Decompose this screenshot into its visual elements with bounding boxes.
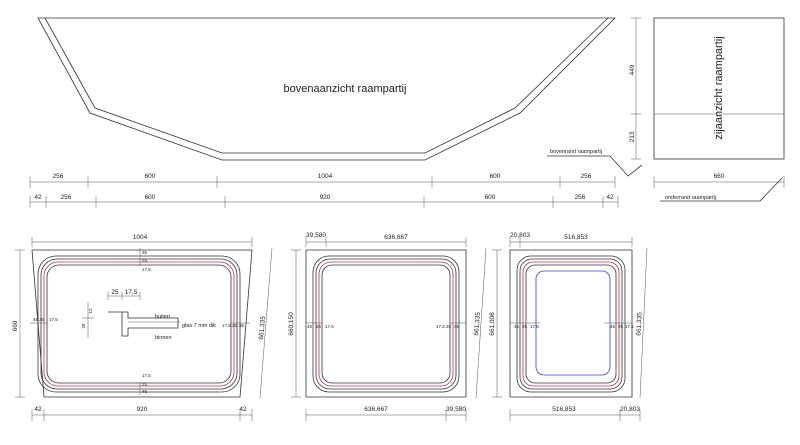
dim-label: 516,853 [564, 234, 588, 241]
dim-label: 660 [12, 320, 19, 331]
panel-mid: 45 25 17,5 17,5 25 45 39,580 636,667 660… [288, 232, 487, 421]
dim-label: 42 [239, 406, 247, 413]
dim-label: 1004 [133, 234, 148, 241]
offset-label: 45 [454, 324, 460, 329]
offset-label: 45 [307, 324, 313, 329]
dim-label: 42 [34, 194, 42, 201]
note-bottom: onderrand raampartij [665, 195, 716, 201]
dimension-row-2: 42 256 600 920 600 256 42 [29, 194, 619, 208]
frame-inner [46, 264, 232, 384]
offset-label: 17,5 [142, 373, 151, 378]
profile-section [108, 311, 179, 337]
frame-blue [535, 270, 611, 376]
top-view-inner-edge [44, 17, 609, 154]
top-view-outline [37, 17, 616, 161]
frame-mid [315, 258, 457, 390]
offset-label: 17,5 [49, 317, 58, 322]
panel-mid-outline [305, 249, 467, 398]
offset-label: 35 [142, 250, 148, 255]
offset-label: 45 [33, 317, 39, 322]
profile-top [547, 155, 643, 177]
dim-label: 20,803 [620, 406, 640, 413]
offset-label: 25 [232, 323, 238, 328]
label-glass: glas 7 mm dik [182, 323, 216, 329]
dim-label: 42 [34, 406, 42, 413]
label-outside: buiten [155, 314, 170, 320]
profile-bottom [660, 177, 783, 202]
offset-label: 17,5 [436, 324, 445, 329]
frame-red [43, 261, 235, 387]
dim-label: 42 [606, 194, 614, 201]
dim-label: 600 [145, 173, 156, 180]
offset-label: 25 [316, 324, 322, 329]
dim-label: 661,335 [473, 311, 482, 335]
side-view-outline [653, 17, 785, 160]
dim-label: 600 [145, 194, 156, 201]
dim-label: 636,667 [384, 234, 408, 241]
frame-outer [516, 255, 626, 393]
dim-label: 449 [629, 64, 636, 75]
dim-label: 20,803 [510, 232, 530, 239]
side-view-label: zijaanzicht raampartij [713, 36, 725, 139]
offset-label: 25 [522, 324, 528, 329]
dim-label: 920 [320, 194, 331, 201]
frame-inner [525, 264, 617, 384]
top-view-label: bovenaanzicht raampartij [284, 83, 407, 95]
offset-label: 17,5 [625, 324, 634, 329]
offset-label: 45 [610, 324, 616, 329]
frame-red [522, 261, 620, 387]
dim-label: 39,580 [446, 406, 466, 413]
dim-label: 256 [575, 194, 586, 201]
dim-label: 600 [490, 173, 501, 180]
offset-label: 25 [446, 324, 452, 329]
dim-label: 256 [581, 173, 592, 180]
offset-label: 17,5 [530, 324, 539, 329]
dim-label: 256 [61, 194, 72, 201]
dim-label: 661,335 [258, 315, 267, 339]
top-view: bovenaanzicht raampartij 256 600 1004 60… [29, 17, 619, 208]
dim-label: 39,580 [306, 232, 326, 239]
dim-label: 256 [53, 173, 64, 180]
dim-label: 600 [485, 194, 496, 201]
panel-left: 35 25 17,5 17,5 25 45 45 25 17,5 17,5 25… [12, 234, 273, 421]
dimension-row-1: 256 600 1004 600 256 [29, 173, 616, 188]
frame-outer [312, 255, 460, 393]
offset-label: 25 [142, 258, 148, 263]
offset-label: 17,5 [325, 324, 334, 329]
dim-label: 920 [137, 406, 148, 413]
frame-outer [37, 255, 241, 393]
panel-right: 45 25 17,5 45 25 17,5 20,803 516,853 661… [489, 232, 648, 421]
frame-red [318, 261, 454, 387]
dim-label: 1004 [318, 173, 333, 180]
dim-label: 636,667 [364, 406, 388, 413]
frame-mid [519, 258, 623, 390]
dim-label: 661,335 [635, 312, 643, 336]
frame-inner [321, 264, 451, 384]
dim-label: 660,150 [288, 312, 295, 336]
offset-label: 35 [239, 323, 245, 328]
offset-label: 17,5 [142, 267, 151, 272]
profile-detail: 25 17,5 12 28 buiten binnen glas 7 mm di… [81, 289, 216, 341]
offset-label: 25 [142, 382, 148, 387]
offset-label: 17,5 [222, 323, 231, 328]
dim-label: 660 [714, 173, 725, 180]
note-top: bovenrand raampartij [550, 149, 602, 155]
frame-mid [40, 258, 238, 390]
label-inside: binnen [155, 335, 172, 341]
offset-label: 45 [514, 324, 520, 329]
dim-label: 661,008 [489, 312, 496, 336]
panel-left-outline [31, 249, 253, 398]
dim-label: 213 [629, 131, 636, 142]
offset-label: 25 [618, 324, 624, 329]
panel-right-outline [509, 249, 633, 398]
dim-label: 17,5 [125, 289, 138, 296]
dim-label: 28 [81, 323, 86, 329]
dim-label: 516,853 [552, 406, 576, 413]
offset-label: 45 [142, 389, 148, 394]
offset-label: 25 [39, 317, 45, 322]
dim-label: 12 [88, 308, 93, 314]
side-view: zijaanzicht raampartij 449 213 660 boven… [547, 17, 785, 202]
dim-label: 25 [111, 289, 119, 296]
